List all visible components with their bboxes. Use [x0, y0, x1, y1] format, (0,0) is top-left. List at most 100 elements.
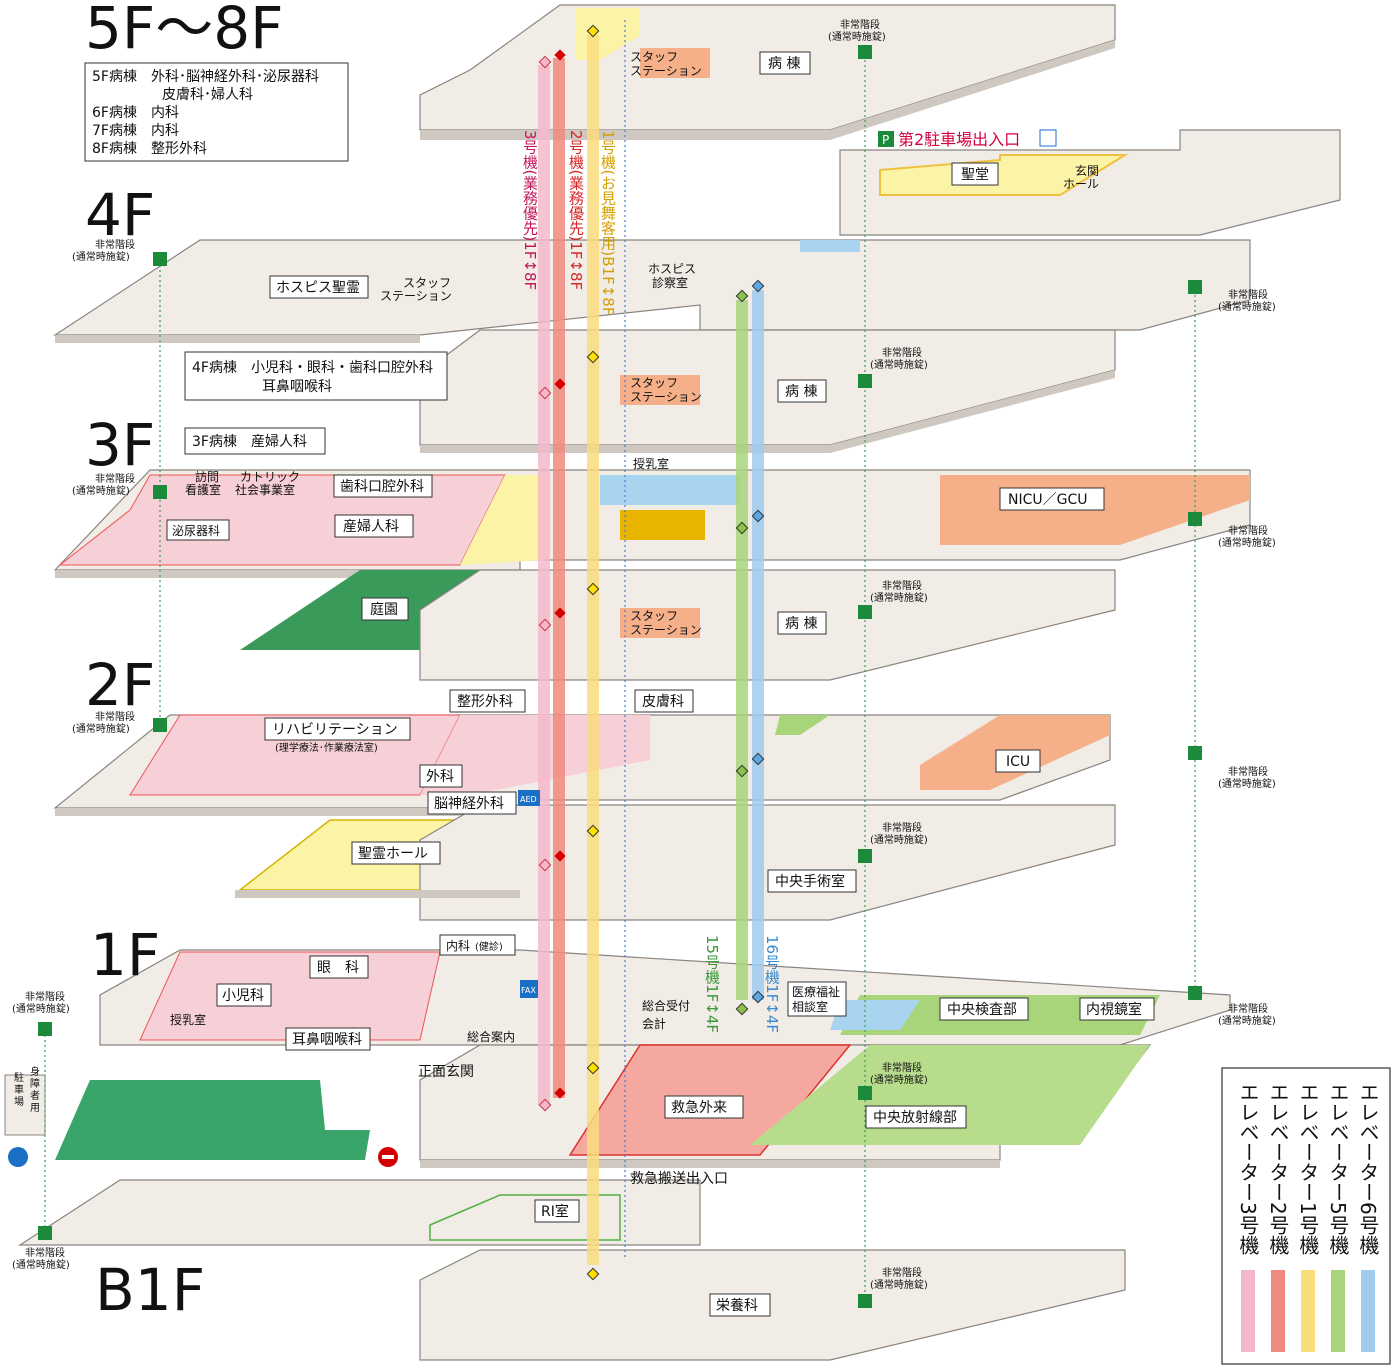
label-derm: 皮膚科 — [642, 694, 684, 710]
label-chapel: 聖堂 — [961, 167, 989, 183]
floor-plate-2f — [53, 714, 1116, 921]
floor-label-4f: 4F — [85, 181, 155, 249]
label-eye: 眼 科 — [317, 960, 359, 976]
ward-info-line: 8F病棟 整形外科 — [92, 141, 207, 157]
label-emergency-stair: 非常階段 — [25, 1246, 65, 1259]
floor-plate-b1f — [17, 1179, 1126, 1361]
label-emergency: 救急外来 — [671, 1100, 727, 1116]
label-ortho: 整形外科 — [457, 694, 513, 710]
label-cashier: 会計 — [642, 1016, 666, 1031]
label-elevator-1: 1号機(お見舞客用)B1F↕8F — [599, 130, 617, 315]
legend-label-e1: エレベーター1号機 — [1296, 1082, 1320, 1255]
label-hospice-spirit: ホスピス聖霊 — [276, 280, 360, 296]
label-emergency-stair-sub: (通常時施錠) — [1218, 1014, 1276, 1027]
label-parking-2: 第2駐車場出入口 — [898, 130, 1020, 149]
floor-label-3f: 3F — [85, 411, 155, 479]
label-elevator-6: 16号機1F↕4F — [763, 935, 781, 1033]
label-welfare: 相談室 — [792, 999, 828, 1014]
label-emergency-stair: 非常階段 — [95, 238, 135, 251]
legend-swatch-e2 — [1271, 1270, 1285, 1352]
label-elevator-2: 2号機(業務優先)1F↕8F — [567, 130, 585, 290]
aed-icon: AED — [520, 795, 537, 804]
label-parking: 場 — [14, 1095, 24, 1108]
legend-label-e3: エレベーター3号機 — [1236, 1082, 1260, 1255]
label-garden: 庭園 — [370, 601, 398, 618]
label-staff-station: スタッフ — [630, 50, 678, 64]
label-nursing-station: 看護室 — [185, 482, 221, 497]
ward-info-upper: 5F病棟 外科･脳神経外科･泌尿器科 皮膚科･婦人科 6F病棟 内科 7F病棟 … — [84, 62, 349, 162]
label-emergency-stair-sub: (通常時施錠) — [1218, 300, 1276, 313]
label-emergency-stair-sub: (通常時施錠) — [870, 1278, 928, 1291]
label-disabled-parking: 障 — [30, 1077, 40, 1090]
label-lobby: ホール — [1063, 177, 1099, 191]
label-emergency-stair: 非常階段 — [1228, 288, 1268, 301]
legend-label-e5: エレベーター5号機 — [1326, 1082, 1350, 1255]
label-emergency-stair: 非常階段 — [95, 472, 135, 485]
elevator-markers — [538, 24, 765, 1281]
floor-plate-chapel — [839, 129, 1341, 236]
label-disabled-parking: 用 — [30, 1103, 40, 1114]
label-dental: 歯科口腔外科 — [340, 479, 424, 495]
label-ri: RI室 — [541, 1203, 569, 1220]
elevator-legend: エレベーター3号機 エレベーター2号機 エレベーター1号機 エレベーター5号機 … — [1221, 1067, 1391, 1365]
legend-swatch-e6 — [1361, 1270, 1375, 1352]
floor-label-5f-8f: 5F～8F — [85, 0, 284, 62]
label-emergency-stair-sub: (通常時施錠) — [12, 1258, 70, 1271]
label-emergency-stair-sub: (通常時施錠) — [1218, 777, 1276, 790]
label-nursing-room: 授乳室 — [170, 1012, 206, 1027]
ward-info-line: 3F病棟 産婦人科 — [192, 433, 307, 450]
label-nursing-room: 授乳室 — [633, 456, 669, 471]
ward-info-line: 5F病棟 外科･脳神経外科･泌尿器科 — [92, 69, 319, 85]
label-staff-station: ステーション — [630, 623, 702, 637]
label-rehab-sub: (理学療法･作業療法室) — [275, 741, 378, 754]
ward-info-line: 6F病棟 内科 — [92, 105, 179, 121]
label-elevator-3: 3号機(業務優先)1F↕8F — [521, 130, 539, 290]
label-emergency-stair: 非常階段 — [882, 1266, 922, 1279]
label-hospice-clinic: 診察室 — [652, 275, 688, 290]
label-emergency-stair: 非常階段 — [1228, 524, 1268, 537]
label-nutrition: 栄養科 — [716, 1297, 758, 1314]
label-pediatrics: 小児科 — [222, 988, 264, 1004]
fax-icon: FAX — [521, 986, 536, 995]
label-elevator-5: 15号機1F↕4F — [703, 935, 721, 1033]
label-emergency-stair: 非常階段 — [1228, 1002, 1268, 1015]
emergency-stair-labels: 非常階段 (通常時施錠) 非常階段 (通常時施錠) 非常階段 (通常時施錠) 非… — [12, 238, 1276, 1308]
label-emergency-stair: 非常階段 — [882, 1061, 922, 1074]
ward-info-line: 皮膚科･婦人科 — [92, 86, 253, 103]
label-staff-station: スタッフ — [630, 609, 678, 623]
label-ward: 病 棟 — [785, 616, 817, 632]
label-emergency-stair-sub: (通常時施錠) — [870, 591, 928, 604]
floor-label-b1f: B1F — [95, 1256, 205, 1324]
label-staff-station: ステーション — [630, 64, 702, 78]
label-emergency-stair-sub: (通常時施錠) — [870, 1073, 928, 1086]
legend-swatch-e1 — [1301, 1270, 1315, 1352]
label-operating: 中央手術室 — [775, 873, 845, 890]
label-rehab: リハビリテーション — [272, 722, 398, 738]
ward-info-line: 耳鼻咽喉科 — [192, 378, 332, 395]
legend-swatch-e3 — [1241, 1270, 1255, 1352]
label-emergency-stair: 非常階段 — [840, 18, 880, 31]
label-welfare: 医療福祉 — [792, 984, 840, 999]
label-icu: ICU — [1006, 754, 1030, 770]
label-obgyn: 産婦人科 — [343, 518, 399, 535]
label-neuro: 脳神経外科 — [434, 796, 504, 812]
label-surgery: 外科 — [426, 769, 454, 785]
label-endoscopy: 内視鏡室 — [1086, 1001, 1142, 1018]
label-emergency-stair-sub: (通常時施錠) — [72, 722, 130, 735]
label-emergency-stair: 非常階段 — [1228, 765, 1268, 778]
label-lobby: 玄関 — [1075, 163, 1099, 178]
label-disabled-parking: 者 — [30, 1090, 40, 1102]
ward-info-4f: 4F病棟 小児科・眼科・歯科口腔外科 耳鼻咽喉科 — [184, 351, 448, 401]
label-entrance: 正面玄関 — [418, 1063, 474, 1080]
label-radiology: 中央放射線部 — [873, 1110, 957, 1126]
elevator-shafts — [44, 20, 1196, 1300]
label-staff-station: スタッフ — [403, 276, 451, 290]
label-catholic: 社会事業室 — [235, 482, 295, 497]
label-staff-station: ステーション — [630, 390, 702, 404]
label-emergency-stair-sub: (通常時施錠) — [12, 1002, 70, 1015]
legend-swatch-e5 — [1331, 1270, 1345, 1352]
label-internal: 内科 — [446, 939, 470, 953]
label-emergency-stair-sub: (通常時施錠) — [870, 358, 928, 371]
label-emergency-stair: 非常階段 — [882, 346, 922, 359]
